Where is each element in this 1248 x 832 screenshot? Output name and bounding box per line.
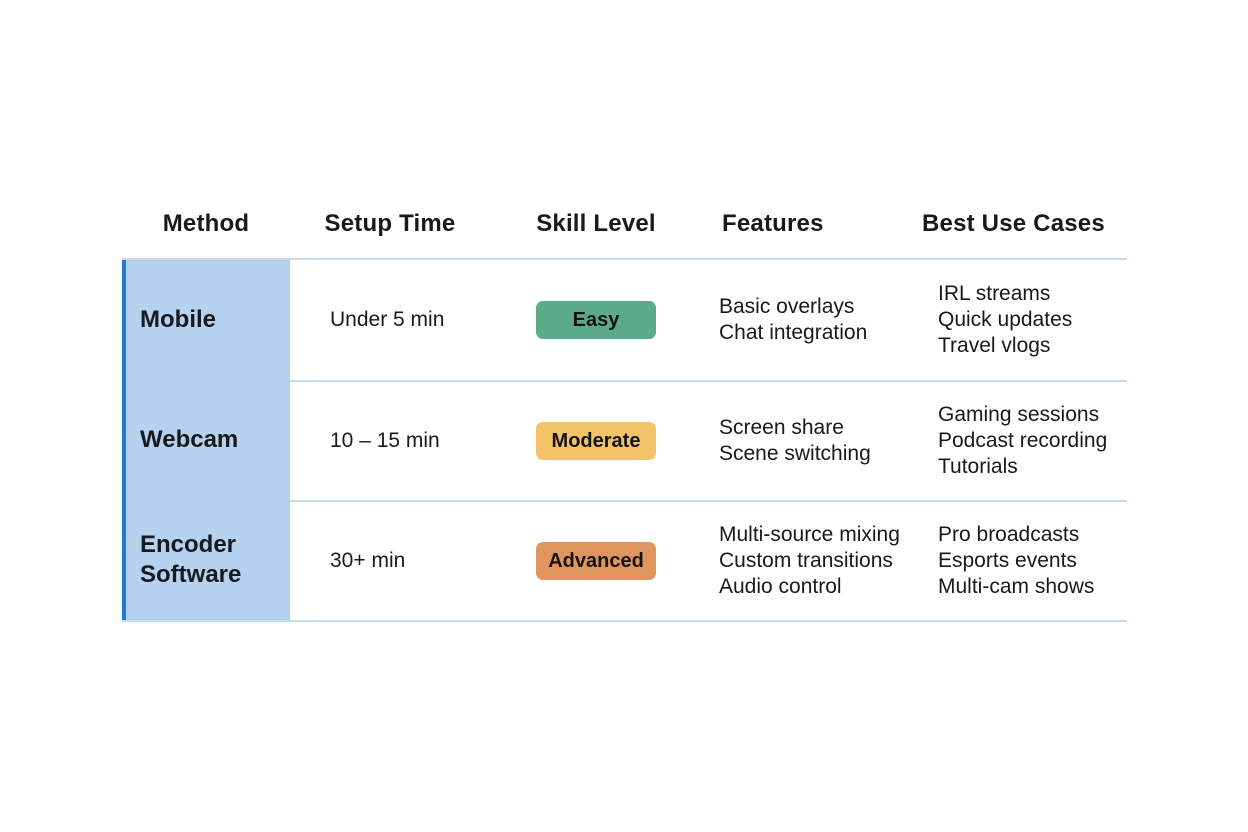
method-label: Mobile	[140, 306, 216, 333]
use-case-item: Quick updates	[938, 308, 1073, 331]
skill-level-badge: Moderate	[536, 422, 656, 460]
column-header-method: Method	[162, 210, 250, 237]
feature-item: Multi-source mixing	[719, 523, 900, 546]
method-label: Webcam	[140, 426, 239, 453]
feature-item: Screen share	[719, 416, 844, 439]
column-header-best-use-cases: Best Use Cases	[922, 210, 1105, 237]
use-case-item: Pro broadcasts	[938, 523, 1080, 546]
skill-level-badge: Advanced	[536, 542, 656, 580]
column-header-setup-time: Setup Time	[324, 210, 456, 237]
feature-item: Basic overlays	[719, 295, 855, 318]
method-cell: Webcam	[122, 380, 290, 500]
setup-time-cell: 10 – 15 min	[290, 380, 490, 500]
method-label: Encoder Software	[140, 531, 242, 588]
comparison-table: Method Setup Time Skill Level Features B…	[122, 190, 1127, 622]
use-case-item: Podcast recording	[938, 429, 1108, 452]
method-cell: Encoder Software	[122, 500, 290, 620]
table-header-row: Method Setup Time Skill Level Features B…	[122, 190, 1127, 258]
feature-item: Chat integration	[719, 321, 868, 344]
setup-time-value: 10 – 15 min	[330, 429, 440, 452]
setup-time-cell: 30+ min	[290, 500, 490, 620]
feature-item: Custom transitions	[719, 549, 893, 572]
feature-item: Audio control	[719, 575, 842, 598]
use-case-item: Gaming sessions	[938, 403, 1100, 426]
column-header-features: Features	[722, 210, 824, 237]
skill-level-cell: Easy	[490, 260, 702, 380]
use-case-item: Travel vlogs	[938, 334, 1051, 357]
column-header-skill-level: Skill Level	[536, 210, 656, 237]
skill-level-badge: Easy	[536, 301, 656, 339]
use-case-item: IRL streams	[938, 282, 1051, 305]
use-case-item: Tutorials	[938, 455, 1018, 478]
feature-item: Scene switching	[719, 442, 871, 465]
table-row: Encoder Software 30+ min Advanced Multi-sou…	[122, 500, 1127, 620]
skill-level-cell: Moderate	[490, 380, 702, 500]
method-cell: Mobile	[122, 260, 290, 380]
use-case-item: Esports events	[938, 549, 1077, 572]
setup-time-cell: Under 5 min	[290, 260, 490, 380]
setup-time-value: 30+ min	[330, 549, 406, 572]
setup-time-value: Under 5 min	[330, 308, 445, 331]
skill-level-cell: Advanced	[490, 500, 702, 620]
use-case-item: Multi-cam shows	[938, 575, 1095, 598]
